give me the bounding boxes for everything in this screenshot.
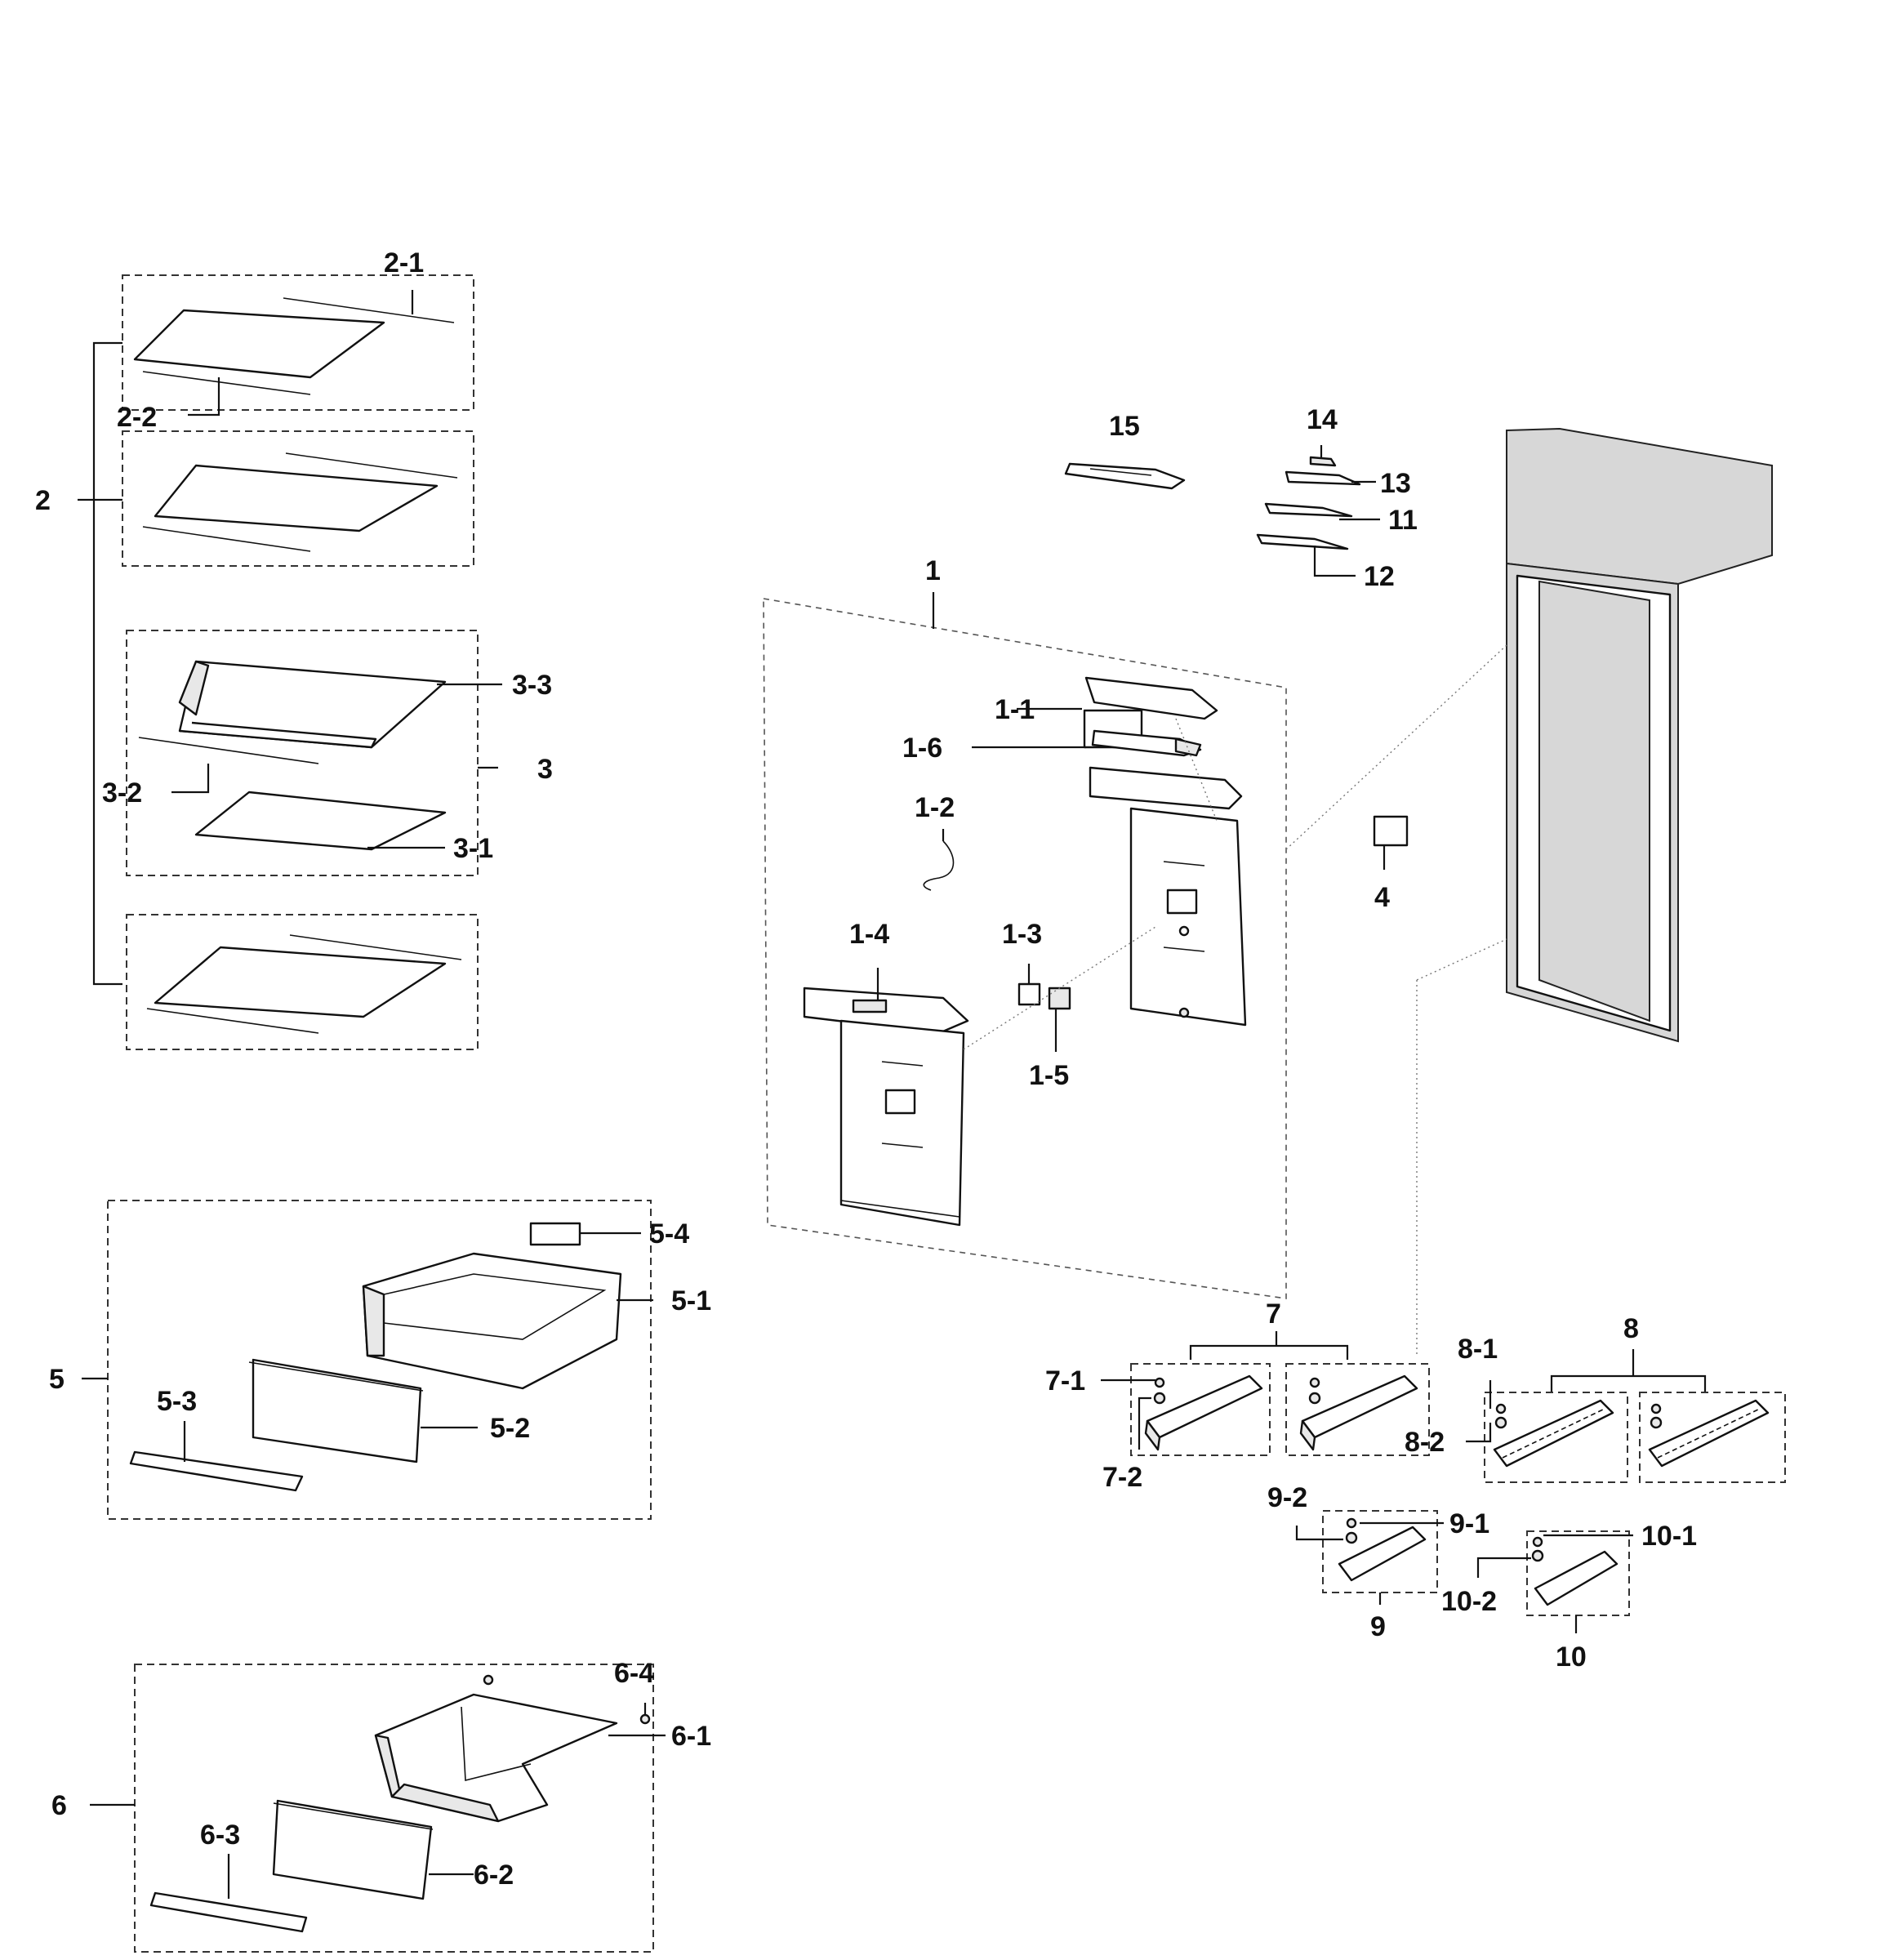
callout-1-4: 1-4 [849, 919, 889, 950]
callout-7-1: 7-1 [1045, 1365, 1085, 1396]
callout-1-5: 1-5 [1029, 1060, 1069, 1091]
callout-12: 12 [1364, 561, 1395, 592]
shelf-assembly-3 [126, 630, 502, 876]
callout-14: 14 [1307, 404, 1338, 435]
cabinet-and-part-4 [1285, 427, 1773, 1356]
callout-8-1: 8-1 [1458, 1334, 1498, 1365]
callout-3-2: 3-2 [102, 777, 142, 808]
callout-5-3: 5-3 [157, 1386, 197, 1417]
parts-11-15 [1064, 445, 1380, 577]
callout-1-6: 1-6 [902, 733, 942, 764]
drawer-assembly-5 [82, 1200, 653, 1520]
callout-4: 4 [1374, 882, 1390, 913]
callout-6: 6 [51, 1790, 67, 1821]
callout-labels: 2-1 2-2 2 3-3 3 3-2 3-1 5-4 5-1 5 5-3 5-… [35, 247, 1697, 1891]
callout-11: 11 [1388, 505, 1418, 536]
callout-13: 13 [1380, 468, 1411, 499]
callout-9: 9 [1370, 1611, 1386, 1642]
callout-8: 8 [1623, 1313, 1639, 1344]
callout-5-2: 5-2 [490, 1413, 530, 1444]
callout-6-3: 6-3 [200, 1820, 240, 1851]
door-bins-7-10 [1101, 1331, 1786, 1633]
callout-15: 15 [1109, 411, 1140, 442]
callout-5-4: 5-4 [649, 1218, 689, 1250]
callout-3: 3 [537, 754, 553, 785]
callout-6-1: 6-1 [671, 1721, 711, 1752]
callout-1-2: 1-2 [915, 792, 955, 823]
callout-2-1: 2-1 [384, 247, 424, 278]
callout-7-2: 7-2 [1102, 1462, 1142, 1493]
callout-7: 7 [1266, 1298, 1281, 1330]
callout-5-1: 5-1 [671, 1285, 711, 1316]
callout-9-1: 9-1 [1449, 1508, 1489, 1539]
callout-10-1: 10-1 [1641, 1521, 1697, 1552]
callout-5: 5 [49, 1364, 65, 1395]
callout-3-3: 3-3 [512, 670, 552, 701]
callout-3-1: 3-1 [453, 833, 493, 864]
callout-6-2: 6-2 [474, 1860, 514, 1891]
shelf-assembly-2 [78, 274, 479, 1050]
control-assembly-1 [763, 592, 1287, 1299]
callout-10-2: 10-2 [1441, 1586, 1497, 1617]
callout-1-1: 1-1 [995, 694, 1035, 725]
callout-9-2: 9-2 [1267, 1482, 1307, 1513]
callout-10: 10 [1556, 1642, 1587, 1673]
callout-8-2: 8-2 [1405, 1427, 1445, 1458]
callout-6-4: 6-4 [614, 1658, 654, 1689]
callout-1-3: 1-3 [1002, 919, 1042, 950]
drawer-assembly-6 [90, 1664, 666, 1953]
callout-1: 1 [925, 555, 941, 586]
callout-2: 2 [35, 485, 51, 516]
callout-2-2: 2-2 [117, 402, 157, 433]
